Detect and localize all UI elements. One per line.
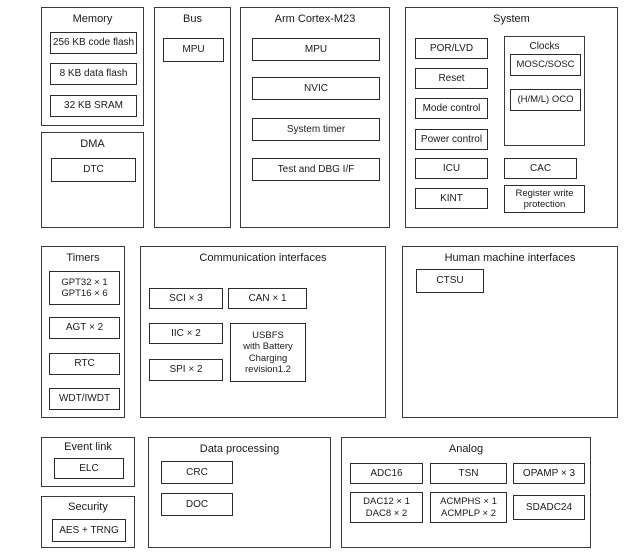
data-processing-block: Data processing CRC DOC xyxy=(148,437,331,548)
event-link-block: Event link ELC xyxy=(41,437,135,487)
timers-block: Timers GPT32 × 1 GPT16 × 6 AGT × 2 RTC W… xyxy=(41,246,125,418)
iic-box: IIC × 2 xyxy=(149,323,223,344)
icu-box: ICU xyxy=(415,158,488,179)
event-link-title: Event link xyxy=(64,441,112,453)
gpt32-line: GPT32 × 1 xyxy=(61,276,108,288)
hmi-title: Human machine interfaces xyxy=(444,252,576,264)
comm-title: Communication interfaces xyxy=(199,252,327,264)
clocks-subblock: Clocks MOSC/SOSC (H/M/L) OCO xyxy=(504,36,585,146)
memory-title: Memory xyxy=(72,13,113,25)
reg-write-protection-box: Register write protection xyxy=(504,185,585,213)
agt-box: AGT × 2 xyxy=(49,317,120,339)
can-box: CAN × 1 xyxy=(228,288,307,309)
spi-box: SPI × 2 xyxy=(149,359,223,381)
kint-box: KINT xyxy=(415,188,488,209)
sram-box: 32 KB SRAM xyxy=(50,95,137,117)
reg-write-line1: Register write xyxy=(515,187,574,199)
usbfs-line1: USBFS xyxy=(252,330,284,342)
usbfs-box: USBFS with Battery Charging revision1.2 xyxy=(230,323,306,382)
bus-title: Bus xyxy=(183,13,202,25)
analog-title: Analog xyxy=(448,443,484,455)
doc-box: DOC xyxy=(161,493,233,516)
usbfs-line3: Charging xyxy=(248,352,288,364)
timers-title: Timers xyxy=(66,252,100,264)
system-timer-box: System timer xyxy=(252,118,380,141)
aes-trng-box: AES + TRNG xyxy=(52,519,126,542)
dma-block: DMA DTC xyxy=(41,132,144,228)
hmi-block: Human machine interfaces CTSU xyxy=(402,246,618,418)
sci-box: SCI × 3 xyxy=(149,288,223,309)
acmphs-line: ACMPHS × 1 xyxy=(440,496,497,508)
opamp-box: OPAMP × 3 xyxy=(513,463,585,484)
security-block: Security AES + TRNG xyxy=(41,496,135,548)
gpt-box: GPT32 × 1 GPT16 × 6 xyxy=(49,271,120,305)
cac-box: CAC xyxy=(504,158,577,179)
bus-mpu-box: MPU xyxy=(163,38,224,62)
dtc-box: DTC xyxy=(51,158,136,182)
mode-control-box: Mode control xyxy=(415,98,488,119)
clocks-title: Clocks xyxy=(529,41,560,52)
reset-box: Reset xyxy=(415,68,488,89)
crc-box: CRC xyxy=(161,461,233,484)
oco-box: (H/M/L) OCO xyxy=(510,89,581,111)
sdadc24-box: SDADC24 xyxy=(513,495,585,520)
system-block: System POR/LVD Reset Mode control Power … xyxy=(405,7,618,228)
dac12-line: DAC12 × 1 xyxy=(363,496,410,508)
rtc-box: RTC xyxy=(49,353,120,375)
analog-block: Analog ADC16 TSN OPAMP × 3 DAC12 × 1 DAC… xyxy=(341,437,591,548)
wdt-box: WDT/IWDT xyxy=(49,388,120,410)
power-control-box: Power control xyxy=(415,129,488,150)
acmp-box: ACMPHS × 1 ACMPLP × 2 xyxy=(430,492,507,523)
mosc-sosc-box: MOSC/SOSC xyxy=(510,54,581,76)
test-dbg-box: Test and DBG I/F xyxy=(252,158,380,181)
dac8-line: DAC8 × 2 xyxy=(365,507,408,519)
tsn-box: TSN xyxy=(430,463,507,484)
ctsu-box: CTSU xyxy=(416,269,484,293)
gpt16-line: GPT16 × 6 xyxy=(61,288,108,299)
dma-title: DMA xyxy=(80,138,105,150)
data-flash-box: 8 KB data flash xyxy=(50,63,137,85)
bus-block: Bus MPU xyxy=(154,7,231,228)
cortex-title: Arm Cortex-M23 xyxy=(274,13,356,25)
usbfs-line2: with Battery xyxy=(243,341,293,353)
code-flash-box: 256 KB code flash xyxy=(50,32,137,54)
data-processing-title: Data processing xyxy=(199,443,280,455)
security-title: Security xyxy=(68,501,108,513)
acmplp-line: ACMPLP × 2 xyxy=(440,507,496,519)
elc-box: ELC xyxy=(54,458,124,479)
memory-block: Memory 256 KB code flash 8 KB data flash… xyxy=(41,7,144,126)
adc16-box: ADC16 xyxy=(350,463,423,484)
dac-box: DAC12 × 1 DAC8 × 2 xyxy=(350,492,423,523)
system-title: System xyxy=(493,13,530,25)
usbfs-line4: revision1.2 xyxy=(245,363,291,375)
cortex-mpu-box: MPU xyxy=(252,38,380,61)
nvic-box: NVIC xyxy=(252,77,380,100)
comm-interfaces-block: Communication interfaces SCI × 3 CAN × 1… xyxy=(140,246,386,418)
reg-write-line2: protection xyxy=(523,199,566,210)
cortex-block: Arm Cortex-M23 MPU NVIC System timer Tes… xyxy=(240,7,390,228)
por-lvd-box: POR/LVD xyxy=(415,38,488,59)
